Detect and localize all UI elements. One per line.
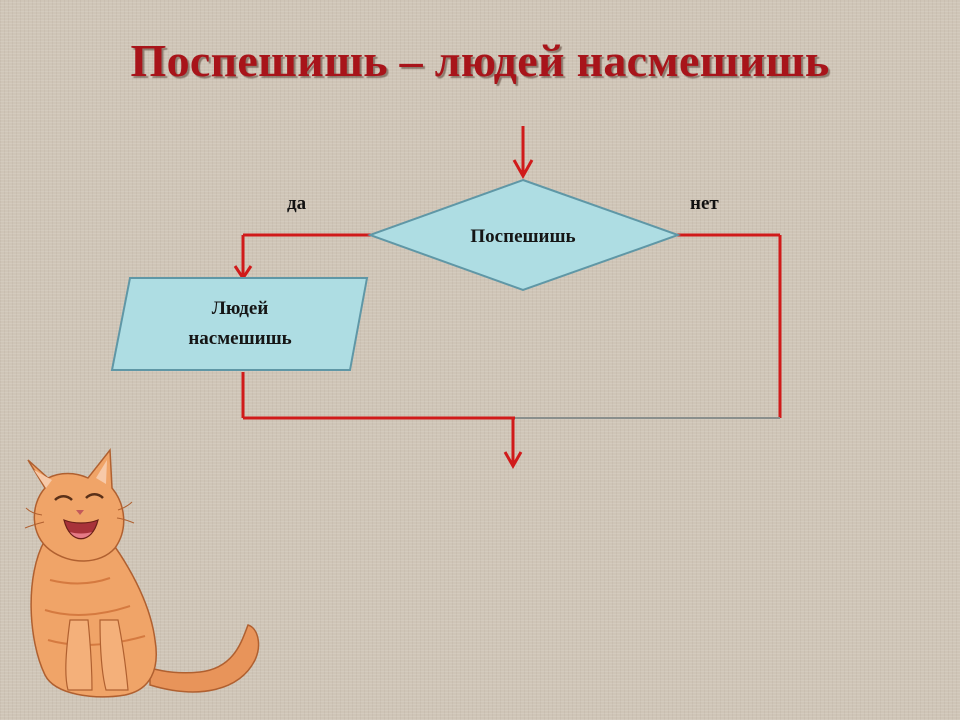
output-label-line-1: Людей	[211, 298, 269, 319]
decision-label: Поспешишь	[470, 226, 576, 247]
no-branch-line	[676, 233, 782, 418]
yes-label: да	[287, 193, 307, 214]
decision-diamond	[367, 178, 681, 292]
laughing-cat-illustration	[24, 447, 260, 698]
output-parallelogram	[110, 277, 369, 371]
merge-line	[241, 372, 515, 420]
output-label-line-2: насмешишь	[188, 328, 292, 349]
entry-arrow	[512, 126, 534, 180]
no-label: нет	[690, 193, 719, 214]
exit-arrow	[503, 418, 523, 470]
output-label: Людей насмешишь	[140, 294, 340, 354]
yes-branch-line	[233, 233, 372, 281]
page-title: Поспешишь – людей насмешишь	[130, 35, 830, 86]
